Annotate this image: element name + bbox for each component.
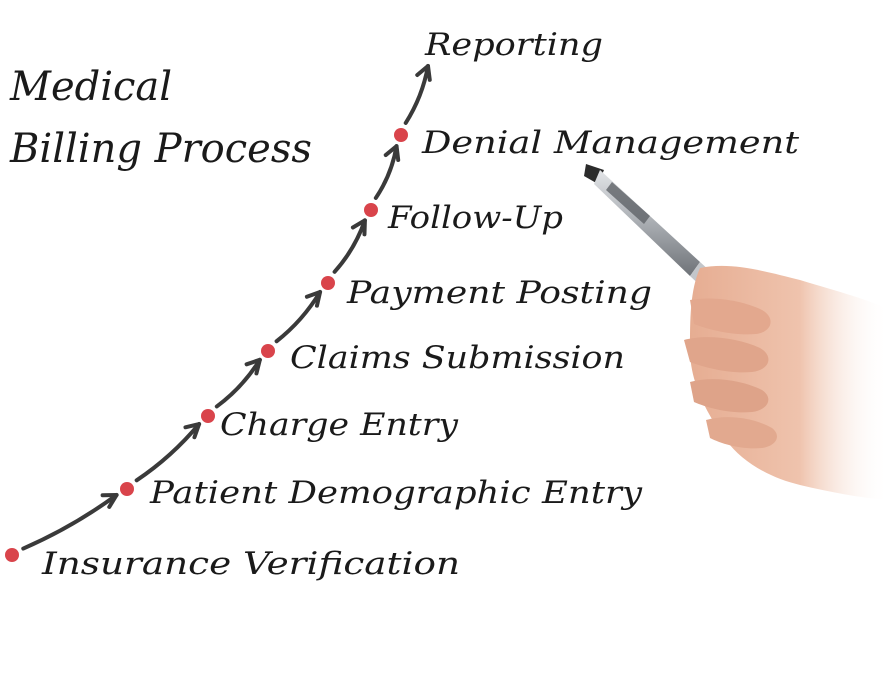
- title-line-1: Medical: [9, 64, 172, 110]
- step-dot-3: [201, 409, 215, 423]
- step-dot-4: [261, 344, 275, 358]
- step-label-follow-up: Follow-Up: [387, 200, 563, 236]
- step-dot-7: [394, 128, 408, 142]
- title-line-2: Billing Process: [9, 126, 312, 172]
- hand-icon: [684, 265, 889, 500]
- arrowhead-1: [100, 492, 119, 509]
- hand-holding-pen-icon: [584, 164, 889, 500]
- step-dot-1: [5, 548, 19, 562]
- step-label-claims-submission: Claims Submission: [290, 340, 625, 376]
- step-label-reporting: Reporting: [424, 27, 603, 63]
- step-label-patient-demographic-entry: Patient Demographic Entry: [149, 475, 643, 511]
- arrow-connector-3: [214, 357, 262, 409]
- step-label-charge-entry: Charge Entry: [220, 407, 459, 443]
- step-label-insurance-verification: Insurance Verification: [41, 546, 460, 582]
- arrow-connector-5: [332, 218, 367, 274]
- arrow-connector-1: [21, 492, 119, 551]
- arrow-connector-2: [134, 422, 202, 483]
- arrow-connector-4: [274, 289, 323, 344]
- arrowhead-3: [244, 357, 262, 376]
- arrowhead-4: [304, 289, 323, 308]
- step-dot-5: [321, 276, 335, 290]
- arrow-connectors: [21, 64, 432, 551]
- arrowhead-6: [383, 144, 401, 163]
- arrowhead-5: [350, 218, 367, 237]
- step-label-denial-management: Denial Management: [421, 125, 800, 161]
- step-labels: Insurance Verification Patient Demograph…: [41, 27, 800, 582]
- step-dot-6: [364, 203, 378, 217]
- arrowhead-7: [415, 64, 432, 82]
- step-label-payment-posting: Payment Posting: [346, 275, 652, 311]
- arrowhead-2: [183, 422, 202, 440]
- step-markers: [5, 128, 408, 562]
- diagram-title: Medical Billing Process: [9, 64, 312, 172]
- step-dot-2: [120, 482, 134, 496]
